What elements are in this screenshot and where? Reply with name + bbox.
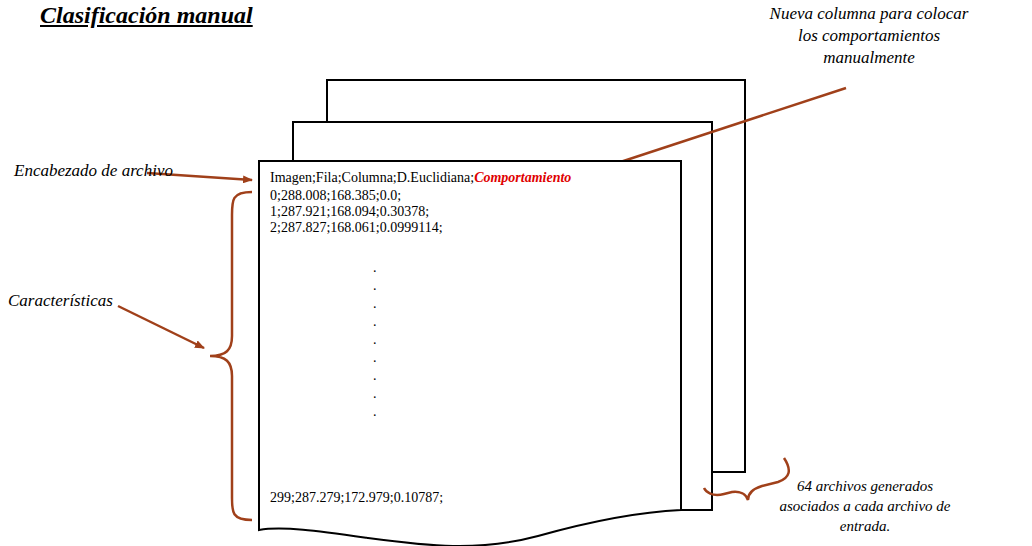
curly-brace [704,458,789,500]
annotation-label: Características [8,290,113,312]
file-line: 299;287.279;172.979;0.10787; [270,490,443,506]
leader-arrow [596,88,846,170]
file-line: 1;287.921;168.094;0.30378; [270,204,429,220]
ellipsis-dot: . [373,386,377,402]
diagram-title: Clasificación manual [40,2,253,29]
ellipsis-dot: . [373,260,377,276]
annotation-label: 64 archivos generados asociados a cada a… [778,476,952,536]
sheet-outline-path [259,161,681,546]
ellipsis-dot: . [373,368,377,384]
ellipsis-dot: . [373,350,377,366]
ellipsis-dot: . [373,314,377,330]
leader-arrow [118,306,204,348]
ellipsis-dot: . [373,296,377,312]
curly-brace [210,192,252,520]
file-header: Imagen;Fila;Columna;D.Euclidiana; [270,170,474,186]
file-line: 2;287.827;168.061;0.0999114; [270,220,443,236]
file-line: 0;288.008;168.385;0.0; [270,188,401,204]
ellipsis-dot: . [373,404,377,420]
new-column-header: Comportamiento [474,170,571,186]
annotation-label: Encabezado de archivo [14,160,173,182]
file-sheet: Imagen;Fila;Columna;D.Euclidiana;Comport… [258,160,682,546]
ellipsis-dot: . [373,278,377,294]
ellipsis-dot: . [373,332,377,348]
annotation-label: Nueva columna para colocar los comportam… [762,3,976,69]
